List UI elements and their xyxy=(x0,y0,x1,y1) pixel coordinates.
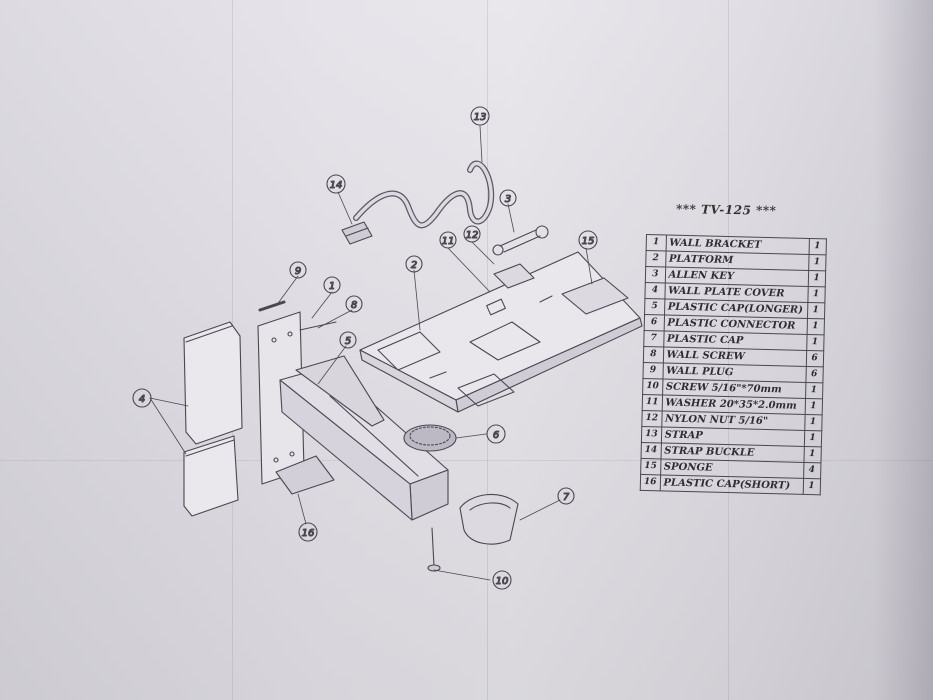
part-number-cell: 7 xyxy=(643,330,664,347)
svg-text:9: 9 xyxy=(295,266,301,277)
svg-text:14: 14 xyxy=(330,180,343,191)
svg-text:6: 6 xyxy=(493,430,499,441)
callout-12: 12 xyxy=(463,225,481,243)
callout-5: 5 xyxy=(339,331,357,349)
part-number-cell: 6 xyxy=(644,314,665,331)
svg-text:2: 2 xyxy=(411,260,417,271)
screw-part xyxy=(427,527,441,572)
callout-9: 9 xyxy=(289,261,307,279)
part-quantity-cell: 1 xyxy=(805,382,823,399)
callout-8: 8 xyxy=(345,295,363,313)
part-number-cell: 15 xyxy=(640,458,661,475)
part-quantity-cell: 1 xyxy=(803,446,821,463)
part-quantity-cell: 1 xyxy=(806,318,825,335)
svg-text:8: 8 xyxy=(351,300,357,311)
svg-text:4: 4 xyxy=(139,394,145,405)
part-number-cell: 14 xyxy=(641,442,661,459)
platform-part xyxy=(359,251,643,413)
part-number-cell: 1 xyxy=(646,234,667,251)
part-quantity-cell: 1 xyxy=(807,270,826,287)
svg-text:13: 13 xyxy=(474,112,487,123)
svg-text:11: 11 xyxy=(442,236,455,247)
part-quantity-cell: 1 xyxy=(804,414,822,431)
callout-6: 6 xyxy=(486,424,506,444)
part-number-cell: 9 xyxy=(642,362,663,379)
part-quantity-cell: 1 xyxy=(803,430,822,447)
arm-part xyxy=(279,365,449,521)
callout-3: 3 xyxy=(499,189,517,207)
part-name-cell: PLASTIC CAP(SHORT) xyxy=(659,474,804,495)
part-quantity-cell: 6 xyxy=(805,350,824,367)
part-number-cell: 5 xyxy=(644,298,665,315)
plastic-connector-part xyxy=(403,424,457,452)
part-number-cell: 2 xyxy=(645,250,666,267)
callout-2: 2 xyxy=(405,255,423,273)
page-shadow xyxy=(873,0,933,700)
plastic-cap-long-part xyxy=(295,355,385,427)
sponge-part xyxy=(561,277,629,315)
callout-markers: 13 14 3 15 11 12 2 9 1 8 5 4 6 7 16 10 xyxy=(132,106,598,590)
callout-16: 16 xyxy=(298,522,318,542)
fold-line xyxy=(728,0,729,700)
part-quantity-cell: 1 xyxy=(807,286,825,303)
wall-plug-part xyxy=(258,300,286,312)
part-number-cell: 16 xyxy=(640,474,661,491)
part-number-cell: 4 xyxy=(644,282,665,299)
callout-11: 11 xyxy=(439,231,457,249)
strap-part xyxy=(353,160,495,229)
part-quantity-cell: 1 xyxy=(807,302,825,319)
strap-buckle-part xyxy=(341,221,373,245)
part-number-cell: 12 xyxy=(641,410,662,427)
sponge-part xyxy=(493,263,535,289)
model-title: *** TV-125 *** xyxy=(675,202,777,218)
svg-text:3: 3 xyxy=(505,194,511,205)
part-number-cell: 3 xyxy=(645,266,666,283)
plastic-cap-short-part xyxy=(275,455,335,495)
part-quantity-cell: 1 xyxy=(802,478,821,495)
fold-line xyxy=(0,460,933,461)
part-number-cell: 11 xyxy=(642,394,663,411)
part-quantity-cell: 6 xyxy=(805,366,823,383)
plastic-cap-part xyxy=(459,493,519,545)
part-number-cell: 8 xyxy=(643,346,664,363)
callout-10: 10 xyxy=(492,570,512,590)
callout-1: 1 xyxy=(323,276,341,294)
callout-15: 15 xyxy=(578,230,598,250)
callout-14: 14 xyxy=(326,174,346,194)
callout-7: 7 xyxy=(557,487,575,505)
part-quantity-cell: 1 xyxy=(808,238,826,255)
svg-text:7: 7 xyxy=(563,492,570,503)
svg-text:16: 16 xyxy=(302,528,315,539)
svg-text:12: 12 xyxy=(466,230,479,241)
part-quantity-cell: 1 xyxy=(808,254,826,271)
allen-key-part xyxy=(492,225,549,256)
part-number-cell: 10 xyxy=(642,378,663,395)
leader-lines xyxy=(149,125,593,581)
part-number-cell: 13 xyxy=(641,426,662,443)
part-quantity-cell: 4 xyxy=(803,462,821,479)
part-quantity-cell: 1 xyxy=(806,334,824,351)
callout-13: 13 xyxy=(470,106,490,126)
svg-text:10: 10 xyxy=(496,576,509,587)
svg-text:15: 15 xyxy=(582,236,595,247)
callout-4: 4 xyxy=(132,388,152,408)
wall-plate-cover-part xyxy=(183,321,243,517)
wall-screw-part xyxy=(299,321,337,331)
svg-text:5: 5 xyxy=(345,336,351,347)
part-quantity-cell: 1 xyxy=(804,398,823,415)
svg-text:1: 1 xyxy=(329,281,335,292)
